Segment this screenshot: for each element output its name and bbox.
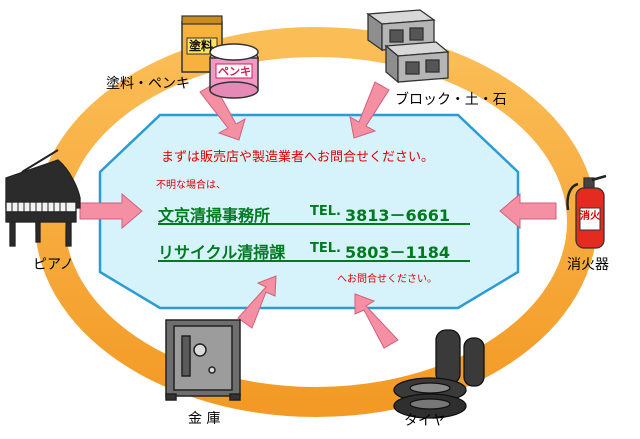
label-paint: 塗料・ペンキ (106, 76, 190, 92)
contact1-tel-label: TEL. (310, 204, 341, 219)
panel-unknown-note: 不明な場合は、 (156, 180, 226, 191)
arrow-from-piano (79, 192, 143, 230)
label-tire: タイヤ (404, 413, 446, 429)
label-extinguisher: 消火器 (567, 257, 609, 273)
label-piano: ピアノ (33, 257, 74, 273)
contact1-underline (158, 223, 470, 225)
contact2-underline (158, 260, 470, 262)
concrete-block-icon (366, 9, 450, 84)
tire-icon (393, 329, 485, 419)
arrow-from-tire (354, 293, 399, 349)
panel-footer: へお問合せください。 (337, 274, 437, 285)
contact1-name: 文京清掃事務所 (158, 206, 271, 225)
paint-can-top-text: 塗料 (189, 39, 214, 53)
contact1-tel: 3813－6661 (345, 206, 451, 225)
arrow-from-extinguisher (499, 192, 557, 230)
label-block: ブロック・土・石 (395, 92, 507, 108)
arrow-from-block (349, 81, 390, 139)
contact2-name: リサイクル清掃課 (158, 243, 286, 262)
fire-extinguisher-icon (566, 174, 607, 249)
paint-can-front-text: ペンキ (218, 65, 251, 78)
panel-heading: まずは販売店や製造業者へお問合せください。 (161, 150, 435, 165)
extinguisher-label-text: 消火 (580, 211, 600, 222)
arrow-from-safe (237, 275, 277, 329)
label-safe: 金 庫 (188, 411, 221, 427)
piano-icon (5, 149, 81, 247)
contact2-tel: 5803－1184 (345, 243, 451, 262)
paint-can-icon (181, 15, 259, 99)
contact2-tel-label: TEL. (310, 241, 341, 256)
safe-icon (165, 319, 241, 401)
